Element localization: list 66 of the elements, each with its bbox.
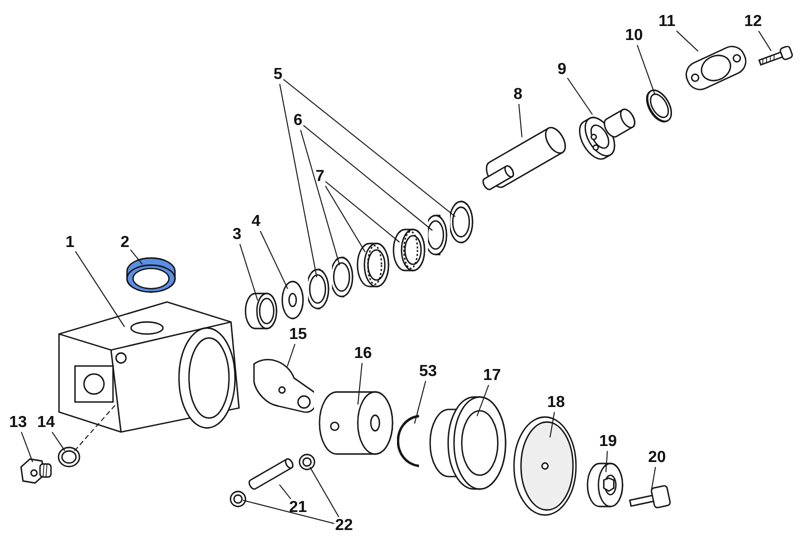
ring-drawing [428,214,448,256]
callout-number: 13 [8,414,28,432]
callout-number: 17 [482,367,502,385]
leader-line [676,30,699,52]
callout-number: 8 [512,86,524,104]
assembly-line [74,404,116,452]
callout-number: 15 [288,326,308,344]
leader-line [130,249,143,265]
leader-line [758,30,772,52]
disc-drawing [512,415,578,517]
callout-number: 11 [658,13,676,31]
ring-drawing [450,200,474,244]
leader-line [260,230,288,290]
leader-line [309,466,340,518]
ring-drawing [332,256,354,298]
washer-drawing [280,280,306,320]
bearing-drawing [392,228,426,272]
callout-number: 20 [647,449,667,467]
cap-drawing [124,256,178,294]
bearing-drawing [356,242,390,288]
callout-number: 9 [556,61,568,79]
leader-line [650,466,656,492]
callout-number: 2 [120,234,130,252]
leader-line [52,432,66,452]
leader-line [242,500,335,524]
washer-drawing [586,462,624,508]
washer-drawing [298,453,316,471]
leader-line [278,484,292,500]
callout-number: 3 [232,226,242,244]
callout-number: 53 [418,363,438,381]
leader-line [324,180,400,243]
callout-number: 12 [743,13,763,31]
leader-line [20,432,34,463]
leader-line [282,78,456,218]
washer-drawing [229,490,247,508]
leader-line [566,78,593,116]
callout-number: 5 [272,66,284,84]
leader-line [300,130,340,266]
leader-line [518,104,522,138]
leader-line [74,250,125,328]
leader-line [549,412,555,438]
callout-number: 22 [334,517,354,535]
leader-line [324,186,366,253]
callout-number: 19 [598,433,618,451]
leader-line [286,344,296,368]
leader-line [302,124,433,231]
o-ring-drawing [57,446,81,468]
callout-number: 21 [288,499,308,517]
callout-number: 16 [353,345,373,363]
callout-number: 6 [292,112,304,130]
piston-drawing [318,390,394,456]
callout-number: 10 [624,27,644,45]
ring-drawing [308,268,330,310]
callout-number: 7 [314,168,326,186]
leader-line [605,450,608,473]
bushing-drawing [244,292,278,330]
leader-line [239,244,258,301]
callout-number: 18 [546,394,566,412]
leader-line [636,44,656,94]
screw-drawing [755,46,795,68]
callout-number: 1 [64,234,76,252]
leader-line [357,362,363,406]
leader-line [414,380,426,424]
leader-line [279,84,318,278]
callout-number: 14 [36,414,56,432]
callout-number: 4 [250,213,262,231]
